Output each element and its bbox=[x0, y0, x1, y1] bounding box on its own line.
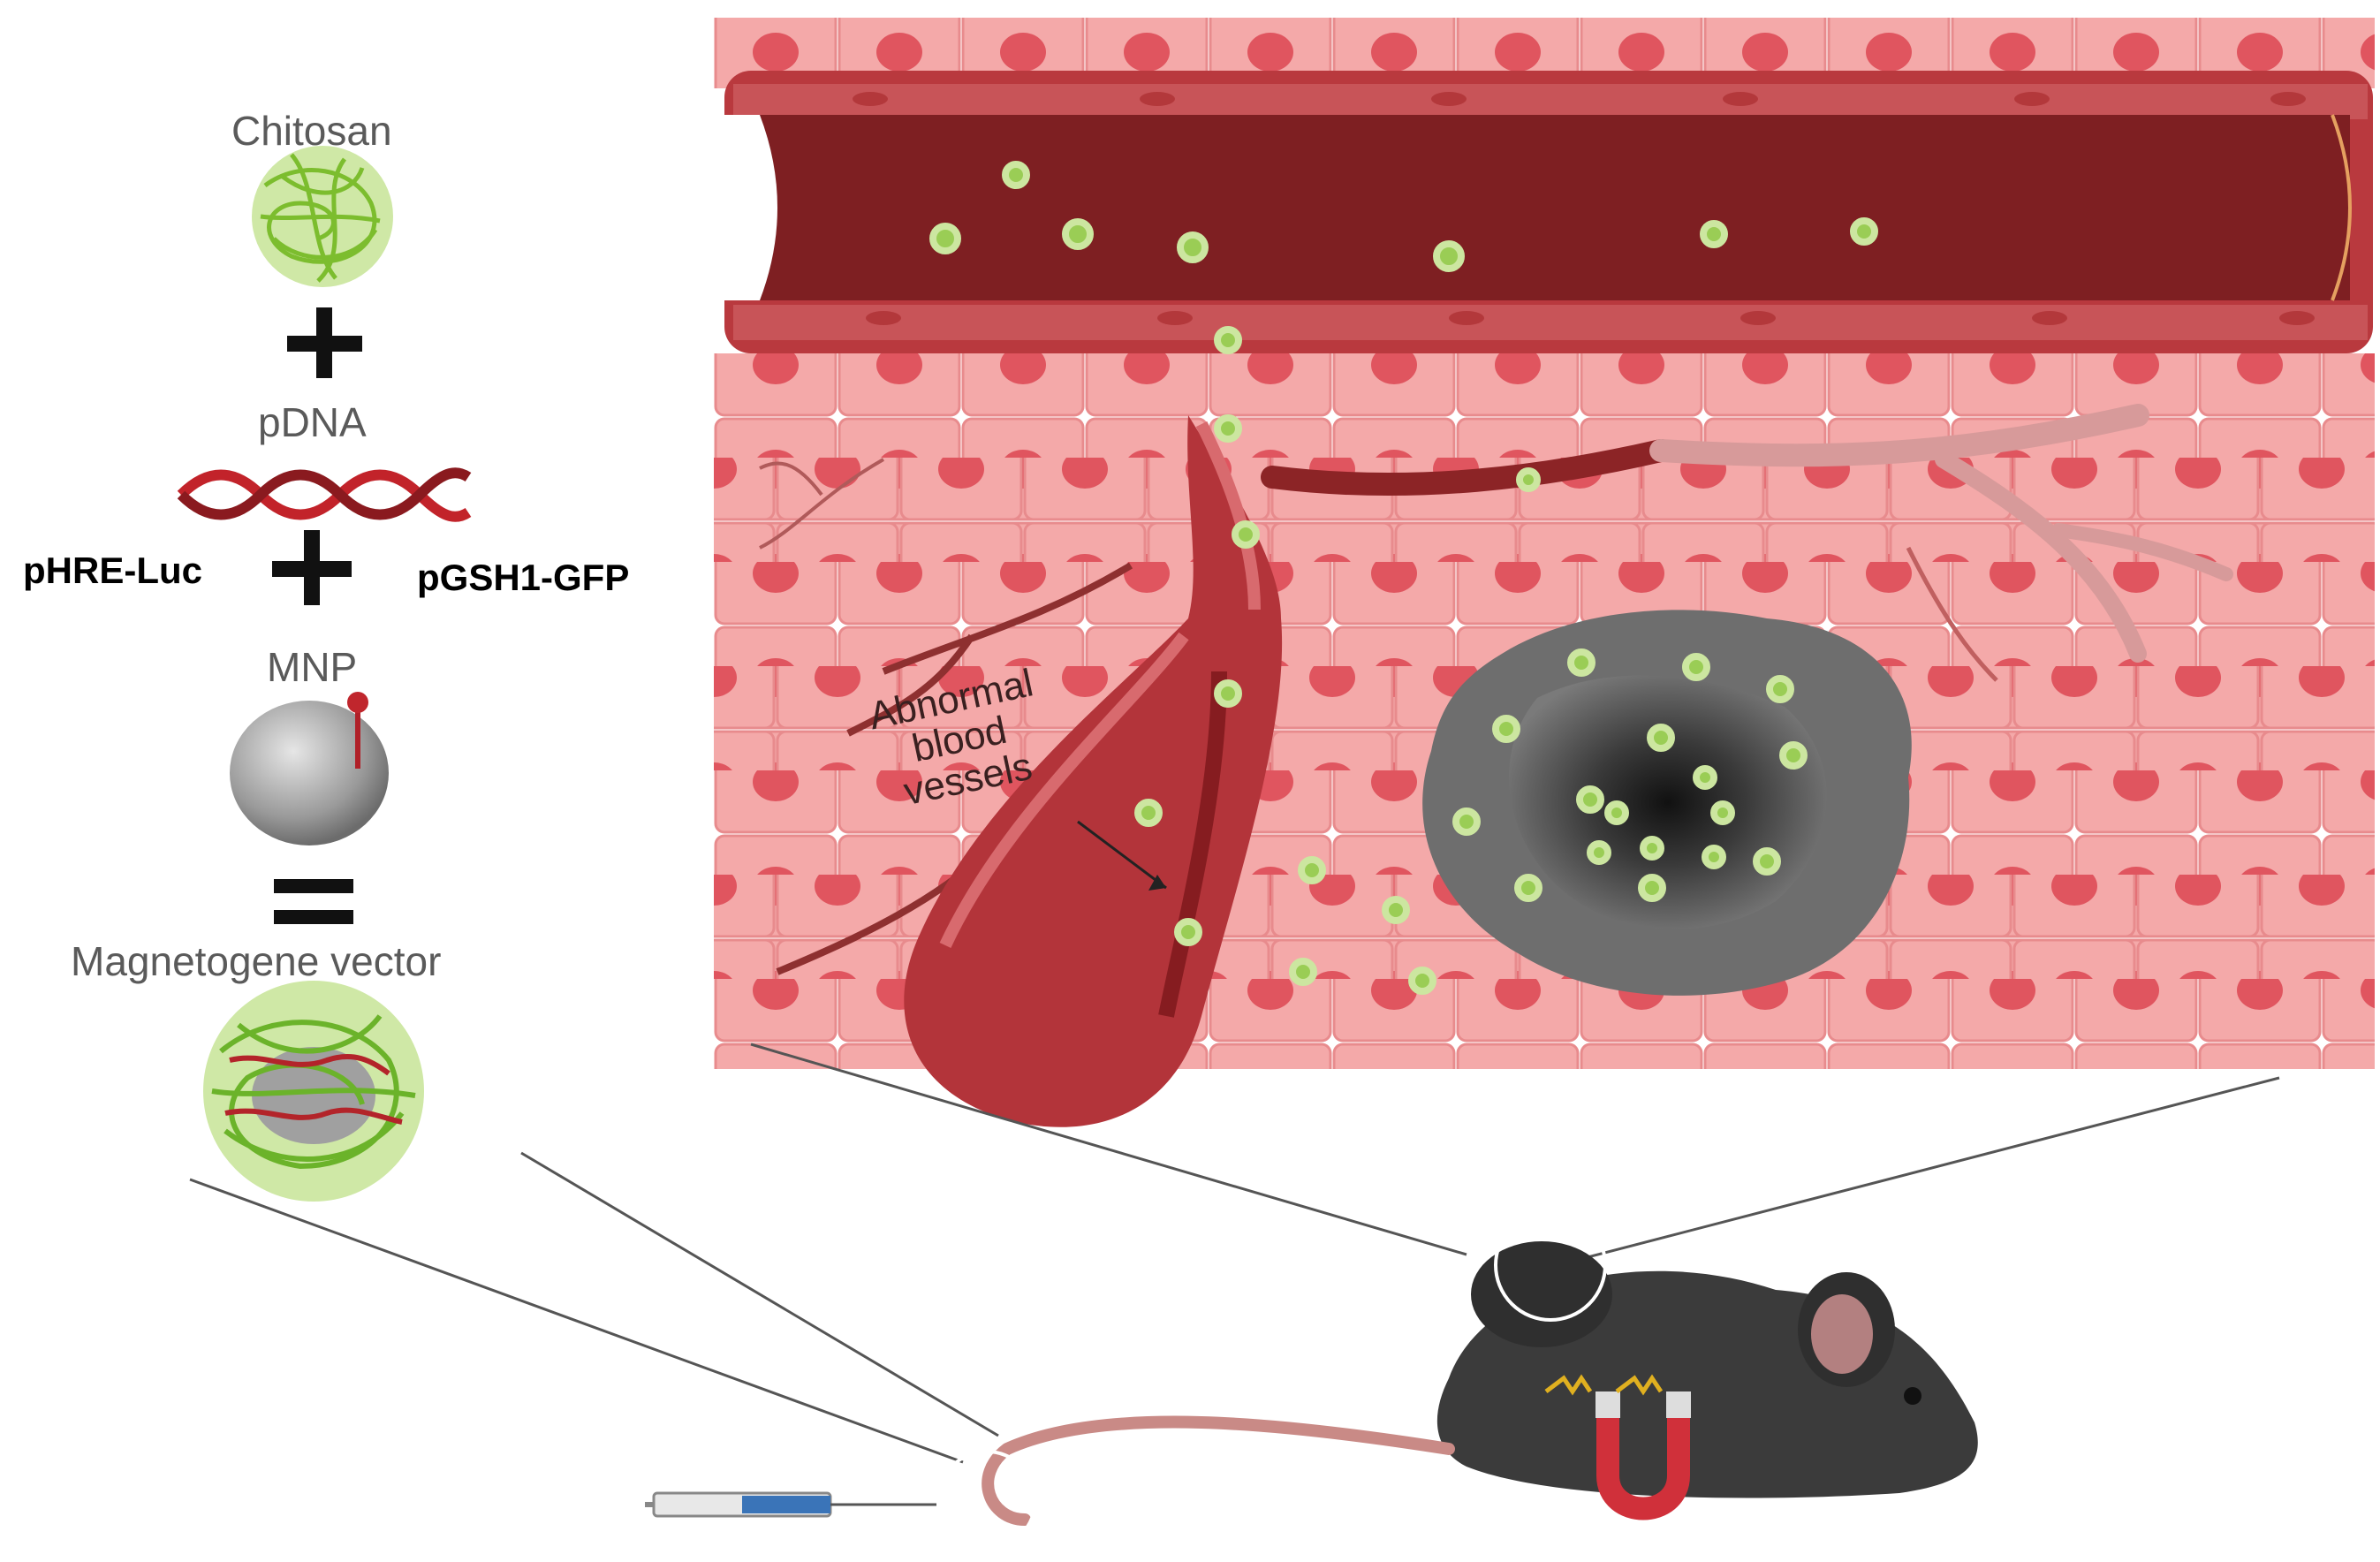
chitosan-icon bbox=[252, 146, 393, 287]
mouse bbox=[936, 1209, 1978, 1551]
magnetogene-vector-icon bbox=[203, 981, 424, 1202]
syringe-icon bbox=[645, 1491, 936, 1518]
magnetogene-vector-label: Magnetogene vector bbox=[71, 938, 442, 984]
tumor bbox=[1422, 610, 1912, 996]
abnormal-blood-vessel bbox=[904, 415, 1283, 1127]
pgsh1-gfp-label: pGSH1-GFP bbox=[417, 557, 630, 598]
pdna-label: pDNA bbox=[258, 399, 367, 445]
capillaries bbox=[759, 404, 2233, 975]
connector-lines bbox=[189, 1043, 2280, 1464]
mnp-label: MNP bbox=[267, 644, 358, 690]
plus-icon bbox=[272, 530, 352, 605]
dna-helix-icon bbox=[177, 467, 472, 522]
mnp-icon bbox=[230, 692, 389, 845]
chitosan-label: Chitosan bbox=[231, 108, 392, 154]
equals-icon bbox=[274, 879, 353, 924]
annotation-arrow bbox=[1077, 820, 1167, 890]
nanoparticles bbox=[929, 161, 1878, 995]
phre-luc-label: pHRE-Luc bbox=[23, 550, 202, 591]
plus-icon bbox=[287, 307, 362, 378]
horizontal-blood-vessel bbox=[724, 71, 2373, 353]
